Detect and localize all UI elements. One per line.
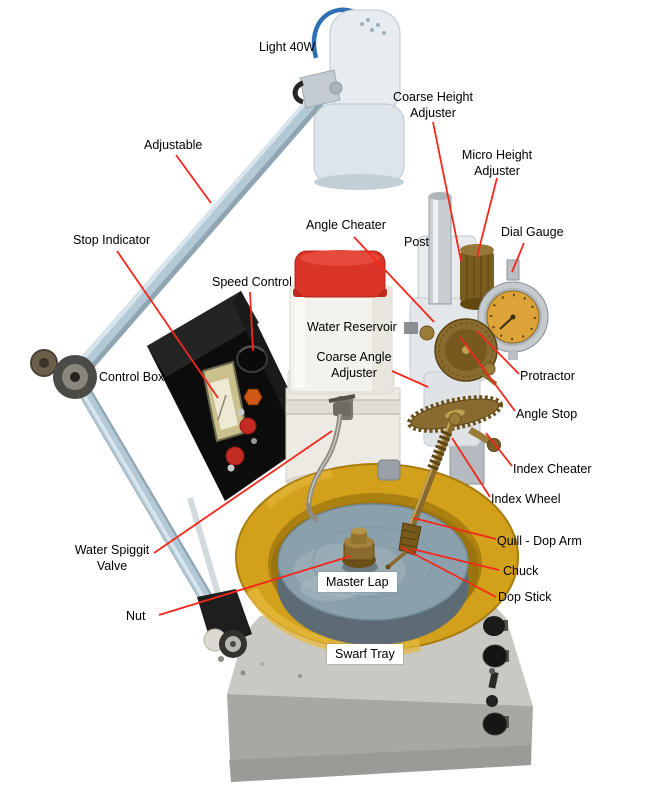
leader-water-spiggit-valve [153,430,333,554]
water-spigot [306,394,356,523]
label-angle-stop: Angle Stop [516,407,578,421]
label-master-lap: Master Lap [318,572,397,592]
label-speed-control: Speed Control [212,275,292,289]
leader-dop-stick [400,546,497,598]
label-index-cheater: Index Cheater [513,462,592,476]
label-post: Post [404,235,430,249]
lamp-head [329,9,401,115]
lamp [292,7,405,190]
label-control-box: Control Box [99,370,165,384]
dop-stick [386,550,408,569]
base-side-knobs [482,616,509,736]
leader-angle-cheater [353,236,435,323]
label-coarse-angle-adjuster: Coarse Angle Adjuster [316,350,392,380]
angle-cheater-bolt [419,325,435,341]
label-angle-cheater: Angle Cheater [306,218,386,232]
label-index-wheel: Index Wheel [491,492,561,506]
lamp-shade [313,103,405,185]
label-swarf-tray: Swarf Tray [327,644,403,664]
leader-coarse-angle-adjuster [391,370,429,388]
label-dial-gauge: Dial Gauge [501,225,564,239]
orange-button [243,388,263,406]
label-quill-dop-arm: Quill - Dop Arm [497,534,582,548]
leader-angle-stop [459,336,516,412]
leader-dial-gauge [511,242,525,273]
post [428,192,452,305]
leader-coarse-height-adjuster [432,121,462,262]
label-light-40w: Light 40W [259,40,316,54]
leader-adjustable [175,154,212,204]
leader-quill-dop-arm [412,517,497,540]
quill-dop-arm [385,412,462,570]
red-button [225,446,245,466]
leader-index-wheel [451,437,491,498]
label-water-reservoir: Water Reservoir [307,320,397,334]
label-water-spiggit-valve: Water Spiggit Valve [74,543,150,573]
leader-chuck [411,548,500,571]
leader-lines [116,121,525,616]
leader-stop-indicator [116,250,219,399]
lap-nut [342,527,378,574]
label-adjustable: Adjustable [144,138,203,152]
arm-base-mount [197,589,252,658]
leader-speed-control [249,291,254,352]
leader-micro-height-adjuster [476,177,498,258]
tray-clip [377,459,401,481]
label-coarse-height-adjuster: Coarse Height Adjuster [393,90,473,120]
lamp-arm [30,86,330,658]
label-chuck: Chuck [503,564,539,578]
leader-nut [158,555,352,616]
leader-protractor [476,330,520,375]
label-nut: Nut [126,609,146,623]
arm-elbow-joint [30,349,97,399]
label-protractor: Protractor [520,369,575,383]
leader-index-cheater [485,432,513,467]
label-stop-indicator: Stop Indicator [73,233,151,247]
label-dop-stick: Dop Stick [498,590,552,604]
label-micro-height-adjuster: Micro Height Adjuster [461,148,533,178]
red-button [239,417,257,435]
